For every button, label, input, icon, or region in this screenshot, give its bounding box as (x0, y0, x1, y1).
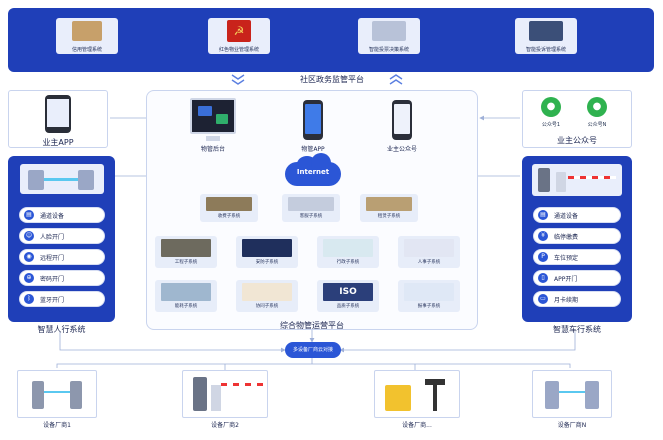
vehicle-item[interactable]: ▭月卡续期 (534, 292, 620, 306)
tile-label: 能耗子系统 (174, 304, 198, 309)
party-flag-icon: ☭ (227, 20, 251, 42)
iso-badge-icon: ISO (323, 283, 373, 301)
vehicle-item[interactable]: ▤通道设备 (534, 208, 620, 222)
core-platform-caption: 综合物管运营平台 (280, 321, 344, 330)
barrier-gate-icon (532, 164, 622, 196)
cloud-gateway-label: 多设备厂商云对接 (292, 347, 333, 353)
phone-icon (392, 100, 412, 140)
parking-icon: P (538, 252, 548, 262)
tile-label: 客服子系统 (299, 214, 323, 219)
subsystem-tile-security[interactable]: 安防子系统 (236, 236, 298, 268)
tile-label: 行政子系统 (336, 260, 360, 265)
device-label: 设备厂商2 (211, 422, 239, 429)
bluetooth-icon: ᛒ (24, 294, 34, 304)
subsystem-tile-lease[interactable]: 租赁子系统 (360, 194, 418, 222)
subsystem-tile-collab[interactable]: 协同子系统 (236, 280, 298, 312)
wechat-account-label: 公众号N (587, 122, 607, 128)
gate-icon: ▤ (538, 210, 548, 220)
wechat-panel: ● ● 公众号1 公众号N 业主公众号 (522, 90, 632, 148)
app-icon: ▯ (538, 273, 548, 283)
red-property-system-card[interactable]: ☭ 红色物业管理系统 (208, 18, 270, 54)
gate-icon (20, 164, 104, 194)
tile-label: 人事子系统 (417, 260, 441, 265)
subsystem-tile-hr[interactable]: 人事子系统 (398, 236, 460, 268)
vote-system-card[interactable]: 智能投票决策系统 (358, 18, 420, 54)
password-icon: ⊕ (24, 273, 34, 283)
phone-icon (303, 100, 323, 140)
remote-icon: ◉ (24, 252, 34, 262)
wechat-icon: ● (587, 97, 607, 117)
cloud-gateway-icon: 多设备厂商云对接 (285, 342, 341, 358)
client-label: 物管后台 (200, 146, 225, 153)
payment-icon: ¥ (538, 231, 548, 241)
client-label: 业主公众号 (386, 146, 417, 153)
tile-label: 报事子系统 (417, 304, 441, 309)
system-label: 智能投诉管理系统 (525, 47, 566, 53)
device-label: 设备厂商... (402, 422, 432, 429)
subsystem-tile-report[interactable]: 报事子系统 (398, 280, 460, 312)
credit-system-card[interactable]: 信用管理系统 (56, 18, 118, 54)
vehicle-item[interactable]: ¥临停缴费 (534, 229, 620, 243)
subsystem-tile-engineering[interactable]: 工程子系统 (155, 236, 217, 268)
tile-label: 工程子系统 (174, 260, 198, 265)
device-vendor-2[interactable] (182, 370, 268, 418)
subsystem-tile-quality[interactable]: ISO 品质子系统 (317, 280, 379, 312)
monitor-stand (206, 136, 220, 141)
vehicle-item[interactable]: ▯APP开门 (534, 271, 620, 285)
system-label: 红色物业管理系统 (218, 47, 259, 53)
device-vendor-1[interactable] (17, 370, 97, 418)
device-vendor-n[interactable] (532, 370, 612, 418)
wechat-caption: 业主公众号 (557, 136, 597, 145)
subsystem-tile-service[interactable]: 客服子系统 (282, 194, 340, 222)
complaint-icon (529, 21, 563, 41)
document-icon (72, 21, 102, 41)
tile-label: 租赁子系统 (377, 214, 401, 219)
face-icon: ☺ (24, 231, 34, 241)
subsystem-tile-billing[interactable]: 收费子系统 (200, 194, 258, 222)
tile-label: 品质子系统 (336, 304, 360, 309)
owner-app-panel: 业主APP (8, 90, 108, 148)
subsystem-tile-admin[interactable]: 行政子系统 (317, 236, 379, 268)
system-label: 智能投票决策系统 (368, 47, 409, 53)
owner-app-label: 业主APP (42, 138, 74, 147)
pedestrian-item[interactable]: ⊕密码开门 (20, 271, 104, 285)
device-vendor-3[interactable] (374, 370, 460, 418)
monitor-icon (190, 98, 236, 134)
gate-icon: ▤ (24, 210, 34, 220)
tile-label: 安防子系统 (255, 260, 279, 265)
vote-icon (372, 21, 406, 41)
phone-icon (45, 95, 71, 133)
complaint-system-card[interactable]: 智能投诉管理系统 (515, 18, 577, 54)
device-label: 设备厂商N (557, 422, 587, 429)
pedestrian-item[interactable]: ◉远程开门 (20, 250, 104, 264)
card-icon: ▭ (538, 294, 548, 304)
device-label: 设备厂商1 (43, 422, 71, 429)
wechat-icon: ● (541, 97, 561, 117)
tile-label: 收费子系统 (217, 214, 241, 219)
pedestrian-item[interactable]: ▤通道设备 (20, 208, 104, 222)
system-label: 信用管理系统 (71, 47, 102, 53)
internet-cloud-icon: Internet (285, 153, 341, 186)
subsystem-tile-energy[interactable]: 能耗子系统 (155, 280, 217, 312)
wechat-account-label: 公众号1 (541, 122, 561, 128)
tile-label: 协同子系统 (255, 304, 279, 309)
pedestrian-caption: 智慧人行系统 (37, 325, 86, 334)
internet-label: Internet (296, 168, 330, 176)
client-label: 物管APP (301, 146, 325, 153)
vehicle-caption: 智慧车行系统 (553, 325, 601, 334)
pedestrian-item[interactable]: ☺人脸开门 (20, 229, 104, 243)
platform-title: 社区政务监管平台 (300, 75, 364, 84)
